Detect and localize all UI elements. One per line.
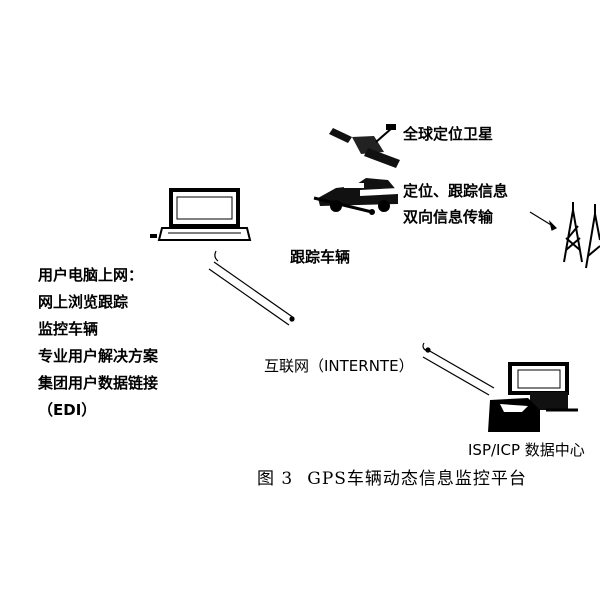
- user-access-line: 网上浏览跟踪: [38, 293, 129, 311]
- user-access-line: 集团用户数据链接: [38, 374, 159, 392]
- data-center-computer-icon: [488, 362, 578, 432]
- radio-tower-icon: [563, 202, 600, 269]
- figure-title: GPS车辆动态信息监控平台: [307, 469, 527, 489]
- satellite-label: 全球定位卫星: [403, 125, 494, 143]
- user-access-line: 用户电脑上网：: [38, 266, 144, 284]
- internet-datacenter-link: [422, 342, 495, 396]
- user-access-list: 用户电脑上网： 网上浏览跟踪 监控车辆 专业用户解决方案 集团用户数据链接 （E…: [38, 262, 158, 424]
- user-access-line: （EDI）: [38, 401, 97, 419]
- figure-caption: 图 3 GPS车辆动态信息监控平台: [257, 464, 541, 489]
- vehicle-tower-link: [529, 211, 558, 231]
- user-access-line: 专业用户解决方案: [38, 347, 159, 365]
- link-label-line2: 双向信息传输: [403, 208, 494, 226]
- laptop-icon: [150, 188, 252, 241]
- vehicle-icon: [313, 178, 398, 215]
- laptop-internet-link: [208, 250, 295, 326]
- figure-number: 图 3: [257, 469, 294, 489]
- satellite-icon: [329, 124, 400, 168]
- user-access-line: 监控车辆: [38, 320, 99, 338]
- data-center-label: ISP/ICP 数据中心: [468, 441, 585, 459]
- vehicle-label: 跟踪车辆: [290, 248, 351, 266]
- link-label-line1: 定位、跟踪信息: [403, 182, 509, 200]
- internet-label: 互联网（INTERNTE）: [264, 357, 414, 375]
